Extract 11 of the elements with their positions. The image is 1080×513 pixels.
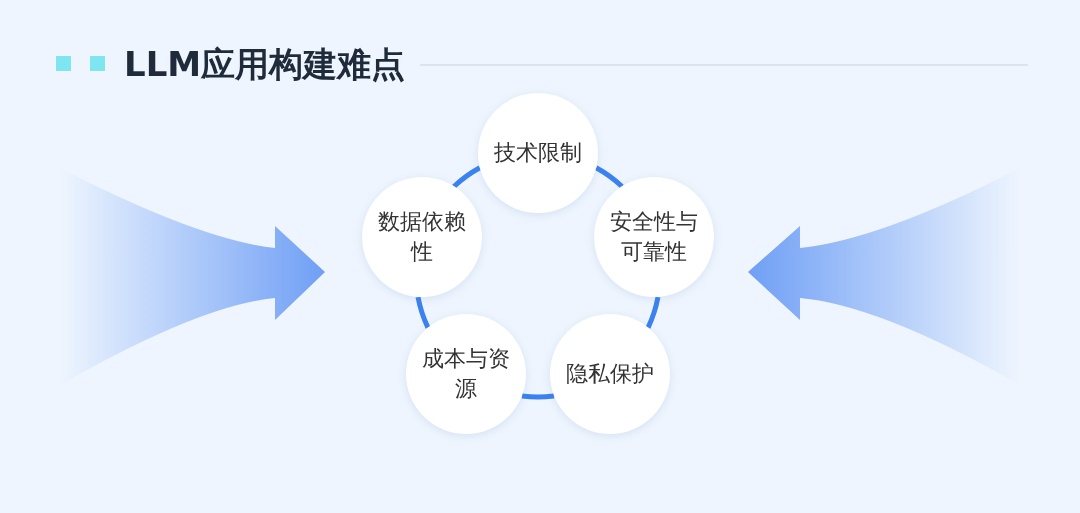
circle-node: 隐私保护 xyxy=(549,313,670,434)
ring-connector xyxy=(645,296,661,329)
title: LLM应用构建难点 xyxy=(124,44,406,84)
ring-connector xyxy=(521,393,555,400)
ring-connector xyxy=(452,165,482,189)
ring-connector xyxy=(594,165,624,189)
circle-node: 成本与资源 xyxy=(406,313,527,434)
circle-node: 数据依赖性 xyxy=(361,177,482,298)
ring-connector xyxy=(415,296,431,329)
circle-node: 安全性与可靠性 xyxy=(594,177,714,298)
circle-node: 技术限制 xyxy=(478,93,598,213)
